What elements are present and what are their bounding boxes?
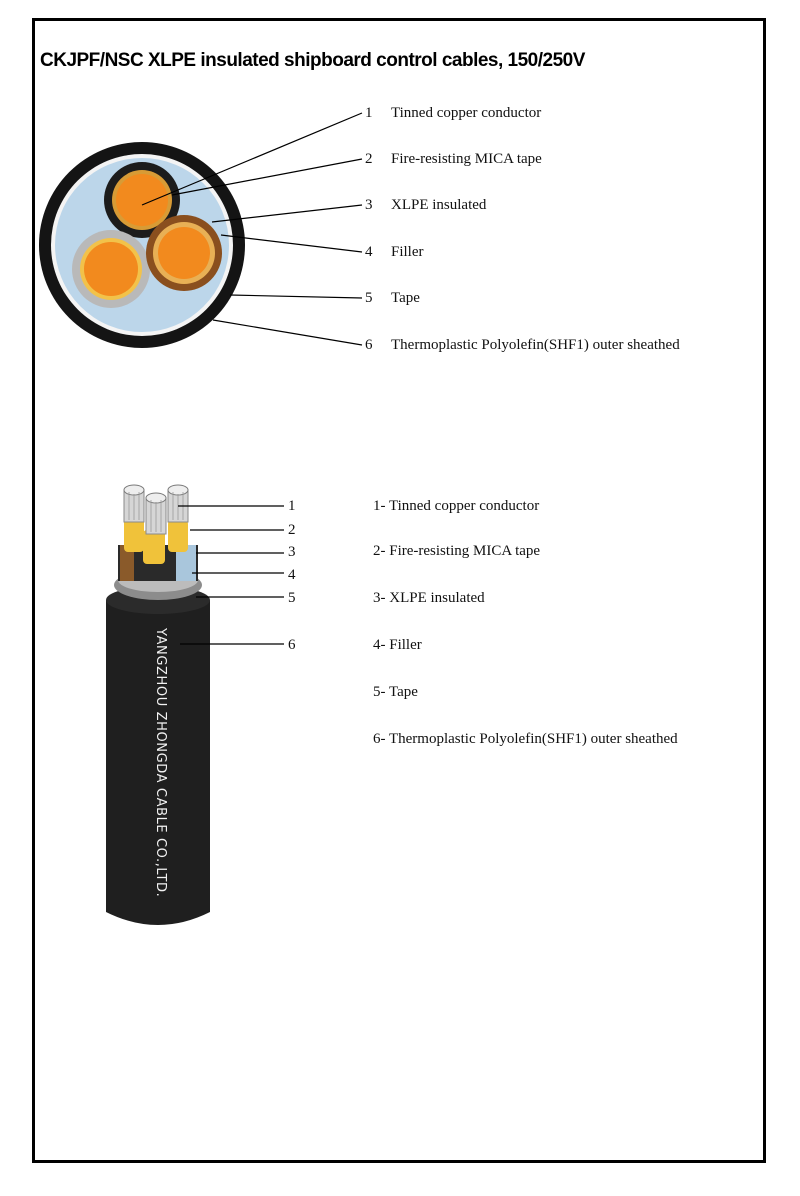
mica-tape-2 [143,530,165,564]
leader-line-4 [220,234,363,253]
side-callout-4: 4 [288,567,296,583]
side-legend-3: 3- XLPE insulated [373,590,485,606]
leader-line-1 [141,112,363,206]
sheath-print-text: YANGZHOU ZHONGDA CABLE CO.,LTD. [153,628,168,898]
cross-label-5-text: Tape [391,290,420,306]
side-view-leader-lines [178,505,284,645]
cross-label-1-num: 1 [365,105,373,121]
cross-label-4-text: Filler [391,244,424,260]
side-legend-4: 4- Filler [373,637,422,653]
side-callout-2: 2 [288,522,296,538]
leader-line-5 [229,294,363,299]
side-callout-3: 3 [288,544,296,560]
leader-line-3 [211,204,363,223]
cross-section-leader-lines [141,112,363,346]
side-legend-2: 2- Fire-resisting MICA tape [373,543,541,559]
core-2-conductor [84,242,138,296]
cross-label-3-text: XLPE insulated [391,197,487,213]
side-callout-1: 1 [288,498,296,514]
side-callout-6: 6 [288,637,296,653]
cable-side-view [106,484,210,925]
page-border [32,18,766,1163]
sheath-body [106,600,210,925]
cross-label-2-text: Fire-resisting MICA tape [391,151,542,167]
side-callout-5: 5 [288,590,296,606]
leader-line-2 [171,158,363,196]
side-legend-6: 6- Thermoplastic Polyolefin(SHF1) outer … [373,731,678,747]
cross-label-5-num: 5 [365,290,373,306]
core-1-conductor [116,174,168,226]
cross-label-2-num: 2 [365,151,373,167]
mica-tape-1 [124,518,144,552]
mica-tape-3 [168,520,188,552]
cross-label-6-num: 6 [365,337,373,353]
page-title: CKJPF/NSC XLPE insulated shipboard contr… [40,50,585,71]
cross-label-6-text: Thermoplastic Polyolefin(SHF1) outer she… [391,337,680,353]
filler-light [176,545,196,581]
core-3-conductor [158,227,210,279]
leader-line-6 [212,319,363,346]
cross-label-1-text: Tinned copper conductor [391,105,542,121]
insulation-brown [120,545,134,581]
side-legend-5: 5- Tape [373,684,418,700]
cross-label-4-num: 4 [365,244,373,260]
side-legend-1: 1- Tinned copper conductor [373,498,540,514]
cross-label-3-num: 3 [365,197,373,213]
